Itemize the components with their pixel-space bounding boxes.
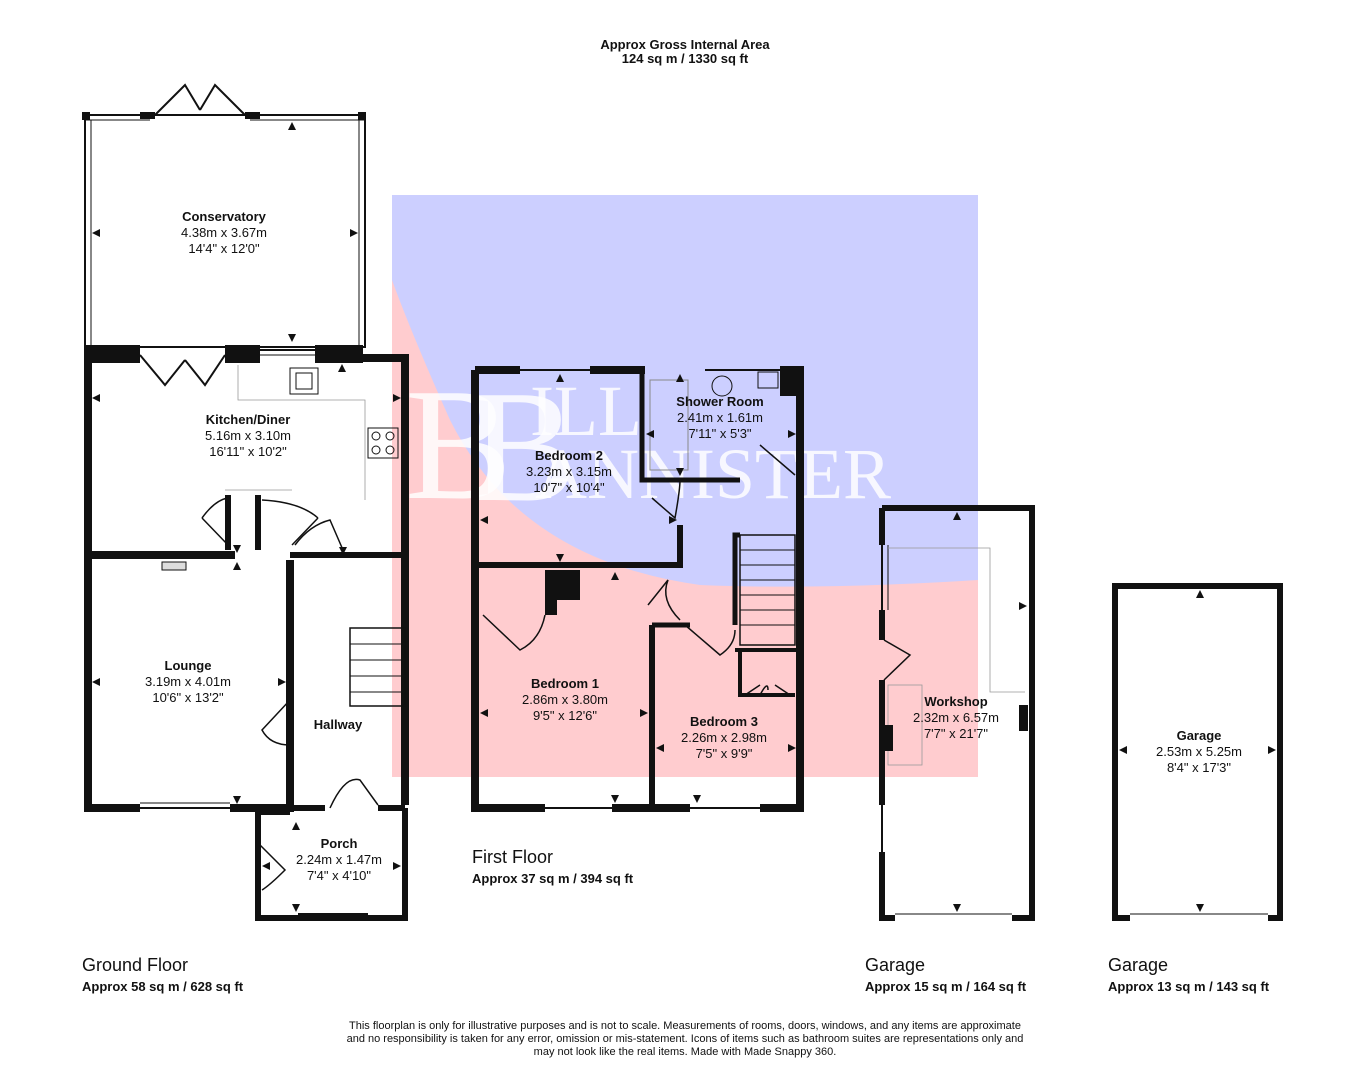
room-shower-room: Shower Room 2.41m x 1.61m 7'11" x 5'3" xyxy=(676,394,763,442)
ground-floor-caption: Ground Floor Approx 58 sq m / 628 sq ft xyxy=(82,955,243,994)
room-metric: 2.26m x 2.98m xyxy=(681,730,767,745)
workshop-garage-plan xyxy=(879,505,1035,921)
room-name: Workshop xyxy=(924,694,988,709)
room-imperial: 8'4" x 17'3" xyxy=(1166,760,1232,775)
room-imperial: 14'4" x 12'0" xyxy=(188,241,260,256)
room-name: Conservatory xyxy=(182,209,266,224)
floor-area: Approx 15 sq m / 164 sq ft xyxy=(865,979,1027,994)
room-name: Lounge xyxy=(164,658,212,673)
room-name: Kitchen/Diner xyxy=(205,412,291,427)
gross-area-heading: Approx Gross Internal Area 124 sq m / 13… xyxy=(535,38,835,66)
room-name: Bedroom 2 xyxy=(535,448,603,463)
watermark-text-annister: ANNISTER xyxy=(535,434,891,514)
room-name: Bedroom 1 xyxy=(531,676,599,691)
floor-label: First Floor xyxy=(472,847,553,867)
room-metric: 2.41m x 1.61m xyxy=(677,410,763,425)
room-garage: Garage 2.53m x 5.25m 8'4" x 17'3" xyxy=(1156,728,1242,776)
room-imperial: 7'7" x 21'7" xyxy=(923,726,989,741)
watermark-text-ill: ILL xyxy=(530,371,642,451)
workshop-garage-caption: Garage Approx 15 sq m / 164 sq ft xyxy=(865,955,1026,994)
room-imperial: 10'7" x 10'4" xyxy=(533,480,605,495)
room-metric: 2.86m x 3.80m xyxy=(522,692,608,707)
garage-caption: Garage Approx 13 sq m / 143 sq ft xyxy=(1108,955,1269,994)
room-imperial: 9'5" x 12'6" xyxy=(532,708,598,723)
room-metric: 2.53m x 5.25m xyxy=(1156,744,1242,759)
room-porch: Porch 2.24m x 1.47m 7'4" x 4'10" xyxy=(296,836,382,884)
gross-area-value: 124 sq m / 1330 sq ft xyxy=(621,51,749,66)
room-metric: 3.23m x 3.15m xyxy=(526,464,612,479)
floor-label: Garage xyxy=(1108,955,1169,975)
gross-area-title: Approx Gross Internal Area xyxy=(600,37,770,52)
floor-area: Approx 13 sq m / 143 sq ft xyxy=(1108,979,1270,994)
detached-garage-plan xyxy=(1112,583,1283,921)
floor-area: Approx 37 sq m / 394 sq ft xyxy=(472,871,634,886)
room-imperial: 10'6" x 13'2" xyxy=(152,690,224,705)
room-imperial: 7'5" x 9'9" xyxy=(695,746,753,761)
disclaimer: This floorplan is only for illustrative … xyxy=(285,1020,1085,1059)
room-workshop: Workshop 2.32m x 6.57m 7'7" x 21'7" xyxy=(913,694,999,742)
floor-label: Garage xyxy=(865,955,926,975)
watermark-logo: B B ILL ANNISTER xyxy=(392,195,978,777)
room-lounge: Lounge 3.19m x 4.01m 10'6" x 13'2" xyxy=(145,658,231,706)
disclaimer-line: This floorplan is only for illustrative … xyxy=(349,1020,1021,1032)
room-bedroom-3: Bedroom 3 2.26m x 2.98m 7'5" x 9'9" xyxy=(681,714,767,762)
room-metric: 4.38m x 3.67m xyxy=(181,225,267,240)
watermark-letter-b2: B xyxy=(470,357,577,535)
room-hallway: Hallway xyxy=(314,717,362,733)
disclaimer-line: and no responsibility is taken for any e… xyxy=(346,1033,1024,1045)
room-name: Hallway xyxy=(313,717,363,732)
floor-area: Approx 58 sq m / 628 sq ft xyxy=(82,979,244,994)
disclaimer-line: may not look like the real items. Made w… xyxy=(533,1046,837,1058)
room-kitchen-diner: Kitchen/Diner 5.16m x 3.10m 16'11" x 10'… xyxy=(205,412,291,460)
dimension-arrows xyxy=(92,122,1276,912)
watermark-blue-block xyxy=(392,195,978,587)
watermark-letter-b1: B xyxy=(405,355,512,533)
room-name: Garage xyxy=(1176,728,1222,743)
room-name: Shower Room xyxy=(676,394,764,409)
room-metric: 2.24m x 1.47m xyxy=(296,852,382,867)
room-metric: 3.19m x 4.01m xyxy=(145,674,231,689)
floor-label: Ground Floor xyxy=(82,955,189,975)
room-name: Porch xyxy=(320,836,358,851)
room-conservatory: Conservatory 4.38m x 3.67m 14'4" x 12'0" xyxy=(181,209,267,257)
room-bedroom-1: Bedroom 1 2.86m x 3.80m 9'5" x 12'6" xyxy=(522,676,608,724)
first-floor-plan xyxy=(471,366,804,812)
room-imperial: 7'11" x 5'3" xyxy=(688,426,752,441)
room-name: Bedroom 3 xyxy=(690,714,758,729)
room-imperial: 16'11" x 10'2" xyxy=(209,444,287,459)
first-floor-caption: First Floor Approx 37 sq m / 394 sq ft xyxy=(472,847,633,886)
room-metric: 5.16m x 3.10m xyxy=(205,428,291,443)
ground-floor-plan xyxy=(82,83,409,921)
room-metric: 2.32m x 6.57m xyxy=(913,710,999,725)
room-bedroom-2: Bedroom 2 3.23m x 3.15m 10'7" x 10'4" xyxy=(526,448,612,496)
room-imperial: 7'4" x 4'10" xyxy=(306,868,372,883)
